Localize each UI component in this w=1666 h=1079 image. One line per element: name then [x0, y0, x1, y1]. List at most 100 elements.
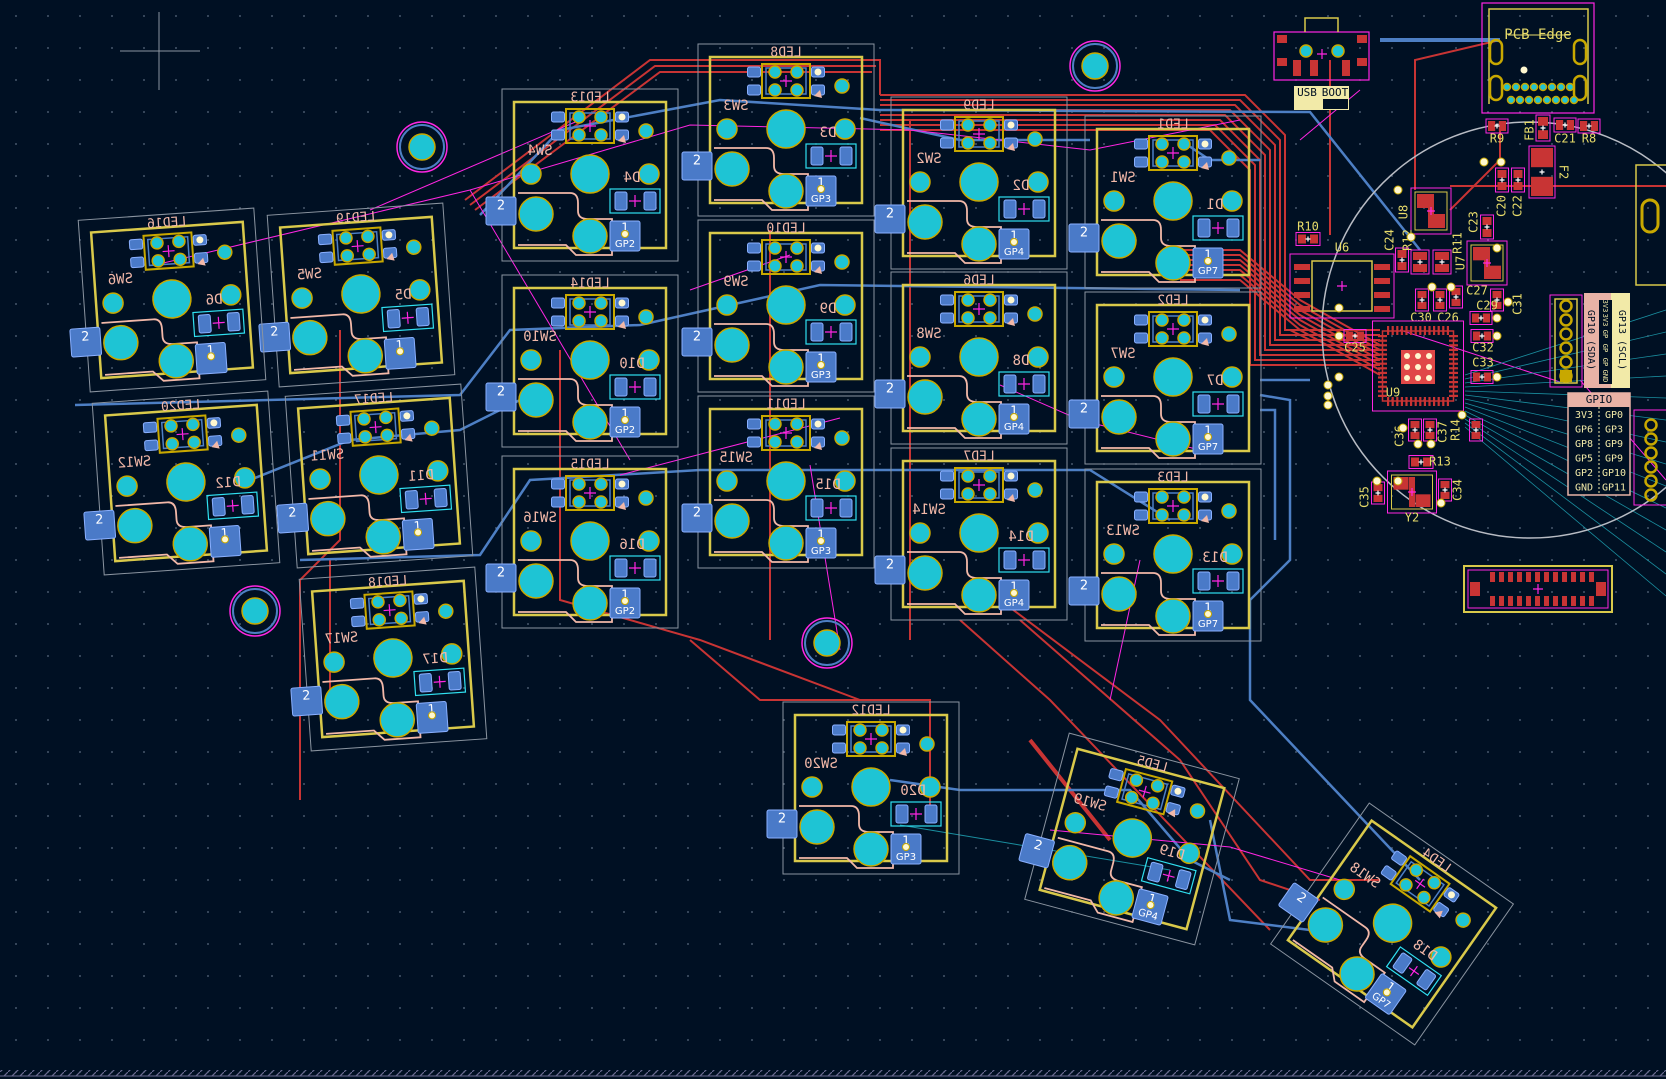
switch-pad-2[interactable]: [69, 326, 103, 358]
ffc-connector[interactable]: [1463, 565, 1613, 613]
switch-pad-2[interactable]: [681, 151, 713, 181]
switch-pad-2[interactable]: [874, 555, 906, 585]
switch-pad-2[interactable]: [1018, 833, 1055, 869]
component-c24[interactable]: C24: [1383, 229, 1409, 273]
component-courtyard: [1485, 118, 1509, 134]
switch-pad-2[interactable]: [276, 502, 310, 534]
component-r14[interactable]: R14: [1449, 418, 1483, 442]
switch-pad-2[interactable]: [290, 685, 324, 717]
smd-pad: [1472, 313, 1480, 323]
component-c33[interactable]: C33: [1470, 356, 1494, 384]
diode-footprint: [805, 319, 857, 345]
key-outline: [697, 395, 875, 569]
led-hole: [1155, 331, 1169, 345]
ffc-pin: [1553, 596, 1558, 606]
switch-center-hole: [570, 340, 610, 380]
boot-label-boot: BOOT: [1322, 86, 1349, 99]
switch-pad-2[interactable]: [485, 196, 517, 226]
component-label: C37: [1436, 421, 1450, 443]
header-pin: [1644, 432, 1658, 446]
component-r10[interactable]: R10: [1295, 220, 1321, 246]
switch-pad-2[interactable]: [258, 321, 292, 353]
component-c37[interactable]: C37: [1423, 418, 1450, 443]
pin-header-2x6[interactable]: [1633, 409, 1666, 506]
via: [1201, 493, 1209, 501]
pad-net-label: GP7: [1198, 266, 1218, 277]
switch-pad-2[interactable]: [83, 509, 117, 541]
thermal-via: [1415, 353, 1421, 359]
led-outline: [142, 231, 195, 271]
component-fb1[interactable]: FB1: [1523, 114, 1551, 142]
component-c31[interactable]: C31: [1490, 288, 1525, 315]
component-label: C23: [1467, 211, 1481, 233]
component-c34[interactable]: C34: [1438, 478, 1465, 502]
component-c25[interactable]: C25: [1343, 329, 1367, 355]
component-r11[interactable]: R11: [1432, 232, 1465, 275]
led-hole: [790, 65, 804, 79]
switch-pad-2[interactable]: [1278, 882, 1319, 923]
component-f2[interactable]: F2: [1528, 145, 1571, 199]
switch-pad-2[interactable]: [1068, 576, 1100, 606]
via: [1204, 257, 1212, 265]
component-c27[interactable]: C27: [1449, 284, 1488, 309]
component-u7[interactable]: U7: [1454, 240, 1508, 286]
led-outline: [761, 239, 811, 275]
switch-pad-2[interactable]: [681, 503, 713, 533]
switch-pad-2[interactable]: [1068, 223, 1100, 253]
component-c20[interactable]: C20: [1495, 167, 1509, 217]
switch-pad-2[interactable]: [874, 204, 906, 234]
component-c22[interactable]: C22: [1511, 167, 1525, 217]
switch-pad-2[interactable]: [485, 382, 517, 412]
led-pad: [1103, 785, 1120, 799]
ffc-pin: [1535, 572, 1540, 582]
usb-c-connector[interactable]: PCB Edge: [1481, 2, 1595, 114]
switch-peg-hole: [716, 294, 738, 316]
led-hole: [150, 236, 164, 250]
component-c35[interactable]: C35: [1358, 481, 1385, 508]
component-c32[interactable]: C32: [1470, 329, 1494, 355]
switch-pad-2[interactable]: [1068, 399, 1100, 429]
diode-pad: [404, 490, 419, 510]
switch-pad-2[interactable]: [681, 327, 713, 357]
component-r9[interactable]: R9: [1485, 118, 1509, 146]
component-u9[interactable]: U9: [1372, 320, 1464, 412]
switch-pad-2[interactable]: [874, 379, 906, 409]
right-connector[interactable]: [1635, 164, 1666, 286]
led-body: [335, 230, 380, 262]
component-r13[interactable]: R13: [1408, 455, 1451, 469]
component-r8[interactable]: R8: [1577, 118, 1601, 146]
component-c23[interactable]: C23: [1467, 211, 1494, 240]
switch-pad-2[interactable]: [766, 809, 798, 839]
switch-peg-hole: [234, 467, 256, 489]
component-label: C25: [1344, 341, 1366, 355]
center-cross: [584, 487, 596, 499]
via: [1393, 185, 1403, 195]
component-c29[interactable]: C29: [1469, 299, 1498, 325]
component-c21[interactable]: C21: [1553, 117, 1577, 146]
switch-pad-2[interactable]: [485, 563, 517, 593]
component-u8[interactable]: U8: [1397, 187, 1452, 235]
